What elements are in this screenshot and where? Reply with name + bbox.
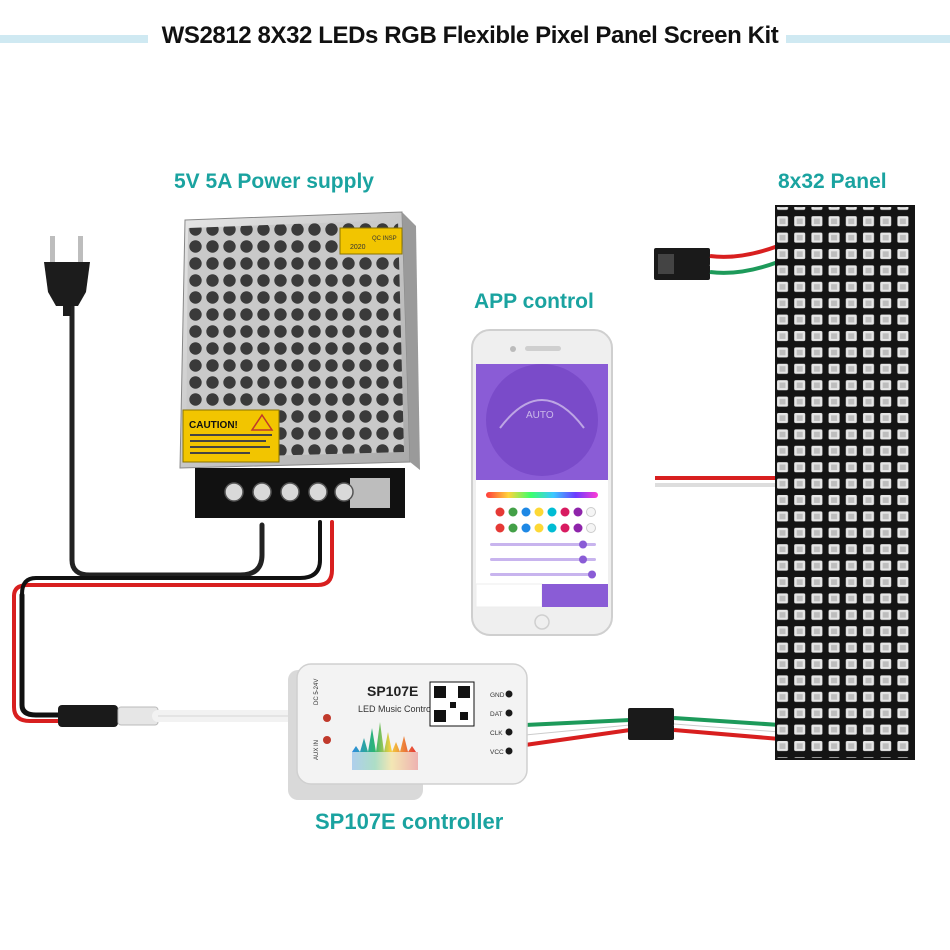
aux-input-label: AUX IN bbox=[314, 740, 320, 760]
dc-connector bbox=[58, 705, 301, 727]
pin-clk-label: CLK bbox=[490, 730, 503, 737]
qc-insp-label: QC INSP bbox=[372, 236, 397, 242]
controller-model-label: SP107E bbox=[367, 683, 418, 699]
power-cable bbox=[12, 297, 334, 723]
pin-dat-label: DAT bbox=[490, 711, 503, 718]
title-bar-right bbox=[786, 35, 950, 43]
app-control-label: APP control bbox=[474, 290, 594, 313]
dc-input-label: DC 5-24V bbox=[314, 679, 320, 705]
eu-plug bbox=[44, 236, 90, 316]
controller-label: SP107E controller bbox=[315, 809, 504, 834]
qc-label: 2020 bbox=[350, 244, 366, 251]
phone-sliders bbox=[490, 540, 596, 579]
led-panel bbox=[775, 205, 915, 760]
caution-label: CAUTION! bbox=[189, 420, 238, 431]
color-swatches bbox=[495, 507, 596, 533]
pin-gnd-label: GND bbox=[490, 692, 505, 699]
title-bar-left bbox=[0, 35, 148, 43]
power-supply: 2020 QC INSP CAUTION! bbox=[179, 211, 420, 518]
terminal-screws bbox=[224, 482, 354, 502]
panel-input-connector bbox=[654, 244, 780, 487]
panel-label: 8x32 Panel bbox=[778, 170, 887, 193]
sp107e-controller: SP107E LED Music Controller GND DAT CLK … bbox=[288, 663, 528, 800]
power-supply-label: 5V 5A Power supply bbox=[174, 170, 374, 193]
panel-output-wires bbox=[524, 708, 781, 747]
title-banner: WS2812 8X32 LEDs RGB Flexible Pixel Pane… bbox=[0, 22, 950, 58]
page-title: WS2812 8X32 LEDs RGB Flexible Pixel Pane… bbox=[161, 22, 779, 49]
phone-mode-label: AUTO bbox=[526, 410, 554, 421]
controller-subtitle-label: LED Music Controller bbox=[358, 704, 443, 714]
smartphone: AUTO bbox=[471, 329, 613, 636]
pin-vcc-label: VCC bbox=[490, 749, 504, 756]
